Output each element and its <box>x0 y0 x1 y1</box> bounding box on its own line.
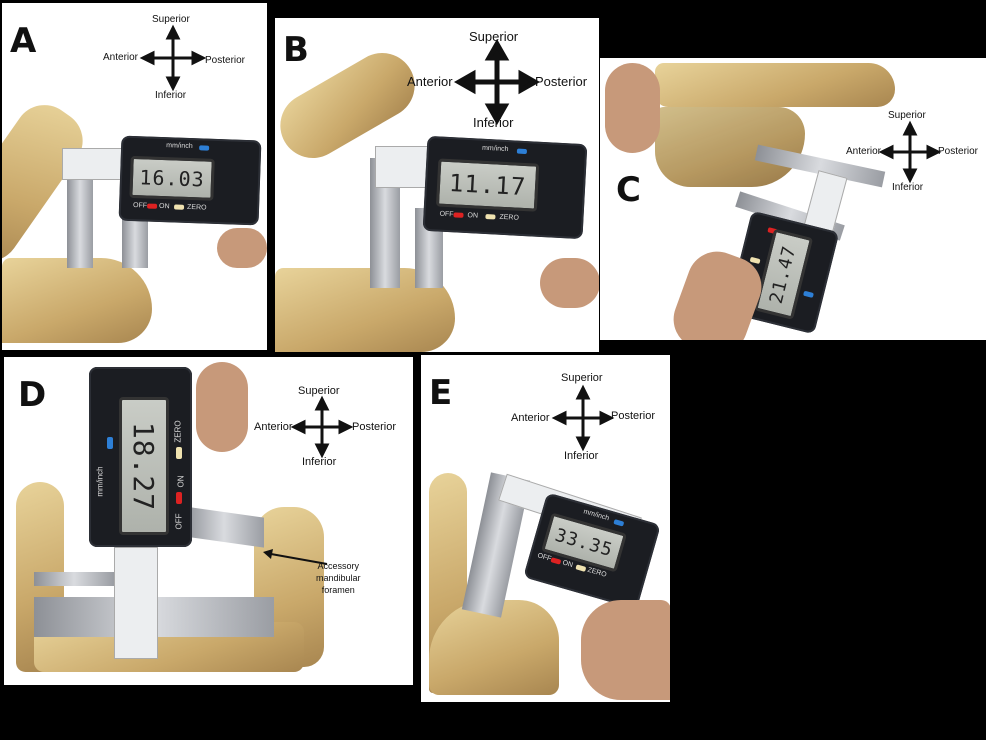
unit-button <box>107 437 113 449</box>
zero-button <box>749 256 761 265</box>
cross-arrows-icon <box>453 38 541 126</box>
label-anterior: Anterior <box>103 52 139 63</box>
panel-a: A Superior Inferior Anterior Posterior m… <box>2 3 267 350</box>
off-label: OFF <box>174 513 184 530</box>
mandible-upper <box>655 63 895 107</box>
zero-button <box>176 447 182 459</box>
panel-label: D <box>18 375 47 415</box>
label-posterior: Posterior <box>352 421 397 433</box>
label-superior: Superior <box>152 14 190 25</box>
zero-button <box>173 204 185 210</box>
lcd-reading-text: 18.27 <box>127 421 161 511</box>
mandible-body <box>2 258 152 343</box>
caliper-display: mm/inch 16.03 OFF ON ZERO <box>118 135 262 226</box>
units-label: mm/inch <box>481 144 509 154</box>
caliper-display: mm/inch 33.35 OFF ON ZERO <box>523 492 661 610</box>
off-button <box>453 212 464 218</box>
cross-arrows-icon <box>878 120 942 184</box>
label-inferior: Inferior <box>473 115 514 130</box>
lcd-reading: 11.17 <box>435 158 540 212</box>
lcd-reading: 18.27 <box>119 397 169 535</box>
panel-label: B <box>283 30 309 70</box>
off-button <box>550 557 562 565</box>
label-anterior: Anterior <box>407 74 453 89</box>
label-posterior: Posterior <box>938 146 979 157</box>
on-label: ON <box>176 475 186 488</box>
on-label: ON <box>158 202 170 211</box>
label-anterior: Anterior <box>254 421 293 433</box>
caliper-display: mm/inch 11.17 OFF ON ZERO <box>422 135 588 240</box>
lcd-reading: 21.47 <box>754 228 814 320</box>
label-anterior: Anterior <box>846 146 882 157</box>
label-superior: Superior <box>298 385 340 397</box>
annotation-line: Accessory <box>317 561 360 571</box>
on-label: ON <box>467 212 479 220</box>
label-inferior: Inferior <box>302 456 337 468</box>
unit-button <box>803 290 814 298</box>
label-posterior: Posterior <box>611 410 656 422</box>
panel-c: C Superior Inferior Anterior Posterior 2… <box>600 58 986 340</box>
caliper-jaw <box>184 506 264 548</box>
off-button <box>146 203 158 209</box>
unit-button <box>516 148 528 155</box>
label-anterior: Anterior <box>511 412 550 424</box>
unit-button <box>613 519 625 527</box>
caliper-scale <box>114 547 158 659</box>
zero-label: ZERO <box>499 213 520 222</box>
lcd-reading-text: 21.47 <box>766 242 801 306</box>
off-button <box>176 492 182 504</box>
label-inferior: Inferior <box>564 450 599 462</box>
panel-label: A <box>10 21 37 61</box>
label-superior: Superior <box>561 372 603 384</box>
label-superior: Superior <box>888 110 926 121</box>
finger <box>196 362 248 452</box>
label-posterior: Posterior <box>205 55 246 66</box>
zero-label: ZERO <box>186 203 207 212</box>
zero-button <box>485 214 496 220</box>
mandible-lower <box>655 107 805 187</box>
units-label: mm/inch <box>95 466 105 497</box>
label-inferior: Inferior <box>892 182 924 193</box>
caliper-display: mm/inch 18.27 ZERO ON OFF <box>89 367 192 547</box>
panel-label: E <box>429 373 453 413</box>
cross-arrows-icon <box>551 384 615 452</box>
panel-label: C <box>616 170 641 210</box>
panel-e: E Superior Inferior Anterior Posterior m… <box>421 355 670 702</box>
finger <box>605 63 660 153</box>
finger <box>581 600 670 700</box>
label-superior: Superior <box>469 29 519 44</box>
annotation-arrow-icon <box>263 549 328 565</box>
zero-button <box>575 564 587 572</box>
label-posterior: Posterior <box>535 74 588 89</box>
units-label: mm/inch <box>166 142 193 151</box>
panel-b: B Superior Inferior Anterior Posterior m… <box>275 18 599 352</box>
panel-d: D Superior Inferior Anterior Posterior m… <box>4 357 413 685</box>
annotation-line: mandibular <box>316 573 361 583</box>
unit-button <box>199 145 210 151</box>
off-label: OFF <box>439 210 454 219</box>
finger <box>540 258 599 308</box>
annotation-accessory-mandibular-foramen: Accessory mandibular foramen <box>316 560 361 596</box>
lcd-reading: 16.03 <box>129 155 215 201</box>
cross-arrows-icon <box>139 24 207 92</box>
off-label: OFF <box>132 202 148 210</box>
finger <box>217 228 267 268</box>
off-label: OFF <box>536 552 553 563</box>
annotation-line: foramen <box>321 585 355 595</box>
cross-arrows-icon <box>290 395 354 459</box>
on-label: ON <box>561 559 574 570</box>
zero-label: ZERO <box>173 420 183 443</box>
label-inferior: Inferior <box>155 90 187 101</box>
caliper-jaw <box>34 572 114 586</box>
units-label: mm/inch <box>582 508 610 523</box>
